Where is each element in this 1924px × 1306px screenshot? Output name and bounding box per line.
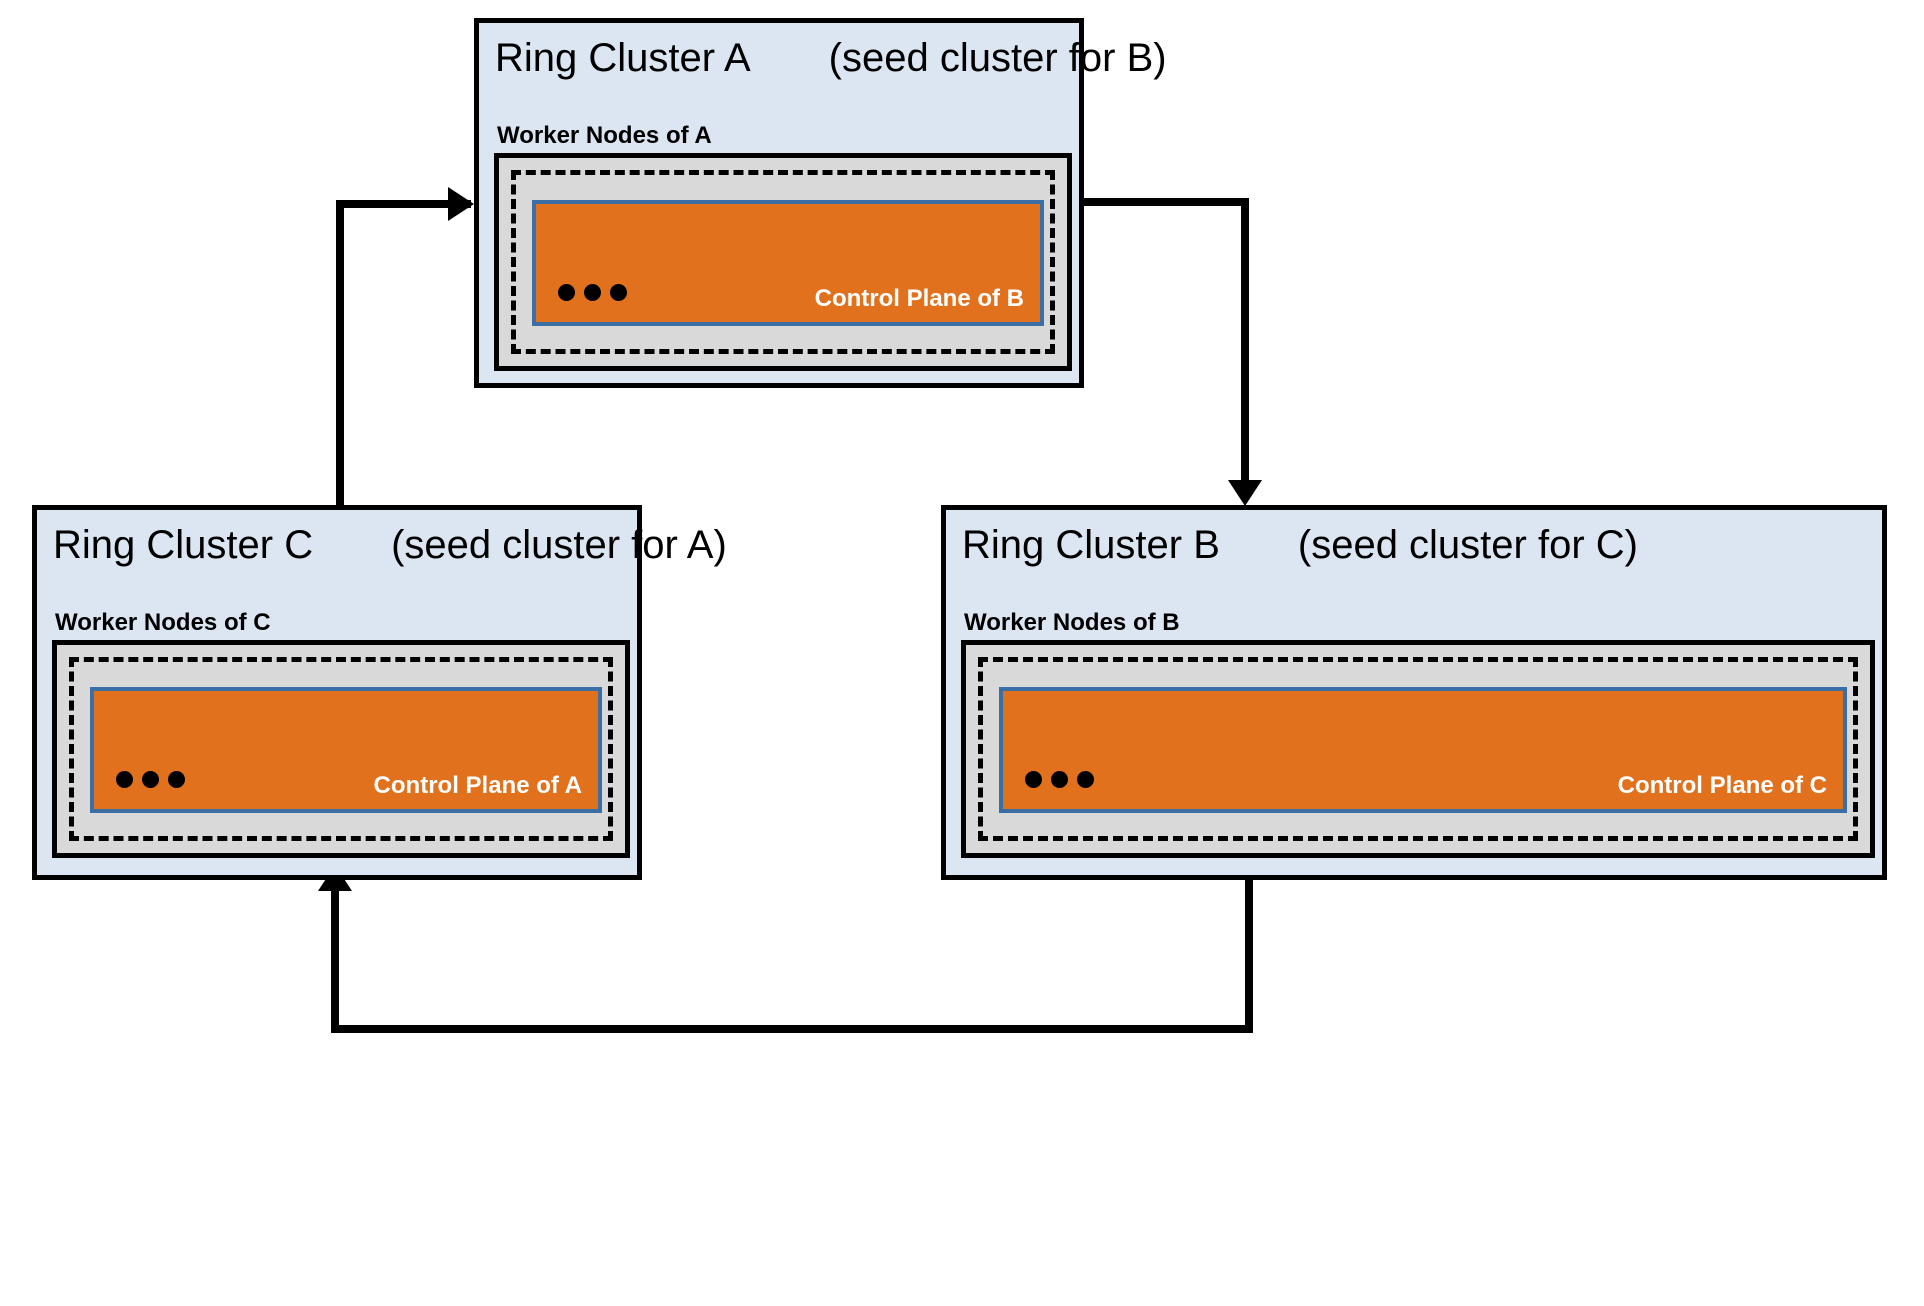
connector-a-to-b-horizontal [1083, 198, 1249, 206]
cluster-b-control-plane-label: Control Plane of C [1617, 772, 1827, 799]
cluster-b-control-plane[interactable]: Control Plane of C [999, 687, 1847, 813]
connector-c-to-a-vertical [336, 200, 344, 700]
cluster-c-worker-nodes: Control Plane of A [52, 640, 630, 858]
cluster-a-worker-label: Worker Nodes of A [497, 122, 712, 149]
cluster-c-title: Ring Cluster C (seed cluster for A) [53, 518, 727, 572]
cluster-b-worker-nodes: Control Plane of C [961, 640, 1875, 858]
cluster-c-seed-note: (seed cluster for A) [391, 523, 727, 567]
cluster-a-control-plane-label: Control Plane of B [814, 285, 1024, 312]
connector-c-to-a-horizontal [336, 200, 471, 208]
cluster-b-node-ellipsis [1025, 771, 1094, 788]
connector-b-to-c-vertical-left [331, 880, 339, 1033]
cluster-c-worker-dashed-outline [69, 657, 613, 841]
cluster-a-control-plane[interactable]: Control Plane of B [532, 200, 1044, 326]
connector-b-to-c-horizontal [331, 1025, 1253, 1033]
arrow-head-into-cluster-b [1228, 480, 1262, 506]
cluster-c-name: Ring Cluster C [53, 523, 314, 567]
cluster-b-seed-note: (seed cluster for C) [1297, 523, 1638, 567]
cluster-c-control-plane-label: Control Plane of A [373, 772, 582, 799]
cluster-b[interactable]: Ring Cluster B (seed cluster for C) Worke… [941, 505, 1887, 880]
cluster-a-worker-nodes: Control Plane of B [494, 153, 1072, 371]
cluster-b-title: Ring Cluster B (seed cluster for C) [962, 518, 1638, 572]
cluster-c-node-ellipsis [116, 771, 185, 788]
cluster-c[interactable]: Ring Cluster C (seed cluster for A) Worke… [32, 505, 727, 880]
arrow-head-into-cluster-a [448, 187, 474, 221]
cluster-a[interactable]: Ring Cluster A (seed cluster for B) Worke… [474, 18, 1167, 388]
cluster-a-name: Ring Cluster A [495, 36, 751, 80]
cluster-a-worker-dashed-outline [511, 170, 1055, 354]
cluster-c-worker-label: Worker Nodes of C [55, 609, 271, 636]
cluster-b-name: Ring Cluster B [962, 523, 1220, 567]
cluster-c-control-plane[interactable]: Control Plane of A [90, 687, 602, 813]
connector-a-to-b-vertical [1241, 198, 1249, 498]
connector-b-to-c-vertical-right [1245, 877, 1253, 1033]
cluster-a-title: Ring Cluster A (seed cluster for B) [495, 31, 1167, 85]
cluster-a-seed-note: (seed cluster for B) [828, 36, 1167, 80]
cluster-b-worker-dashed-outline [978, 657, 1858, 841]
cluster-a-node-ellipsis [558, 284, 627, 301]
cluster-b-worker-label: Worker Nodes of B [964, 609, 1180, 636]
